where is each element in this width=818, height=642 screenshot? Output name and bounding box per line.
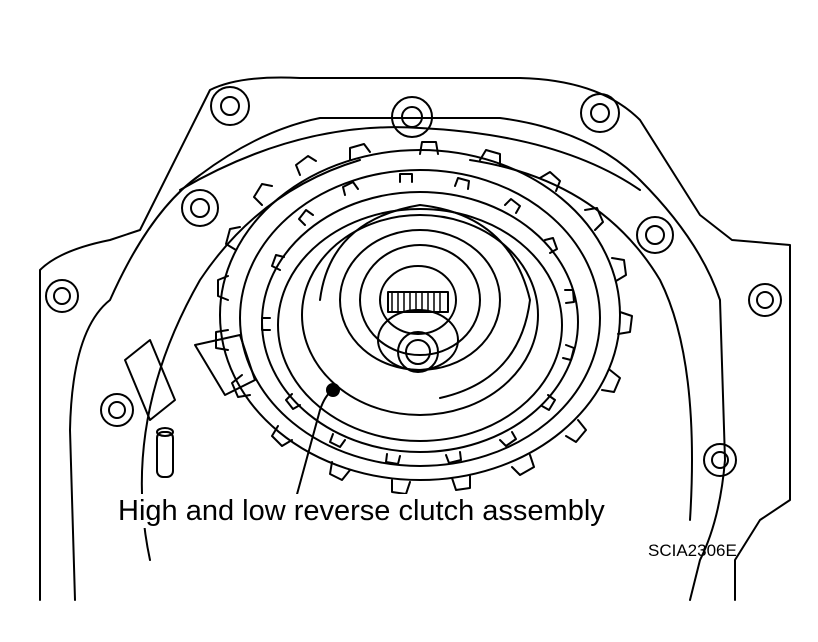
side-fitting bbox=[124, 334, 256, 478]
inner-ring-teeth bbox=[261, 173, 575, 465]
drum-inner-arc bbox=[319, 204, 531, 399]
shaft-splines bbox=[391, 291, 441, 313]
inner-clutch-ring bbox=[261, 173, 579, 465]
housing-inner-outline bbox=[69, 117, 726, 601]
gasket-arc-top bbox=[179, 126, 641, 191]
outer-ring-teeth bbox=[215, 141, 633, 495]
figure-code: SCIA2306E bbox=[648, 541, 737, 560]
clutch-drum bbox=[301, 204, 539, 416]
outer-clutch-ring bbox=[215, 141, 633, 495]
gasket-arc-right bbox=[469, 159, 693, 521]
callout-leader-dot bbox=[326, 383, 340, 397]
gasket-arc-left bbox=[140, 159, 361, 561]
housing-outline bbox=[39, 76, 791, 601]
input-shaft bbox=[377, 265, 459, 373]
flange-bolt-holes bbox=[45, 86, 782, 477]
callout-label: High and low reverse clutch assembly bbox=[114, 494, 609, 528]
